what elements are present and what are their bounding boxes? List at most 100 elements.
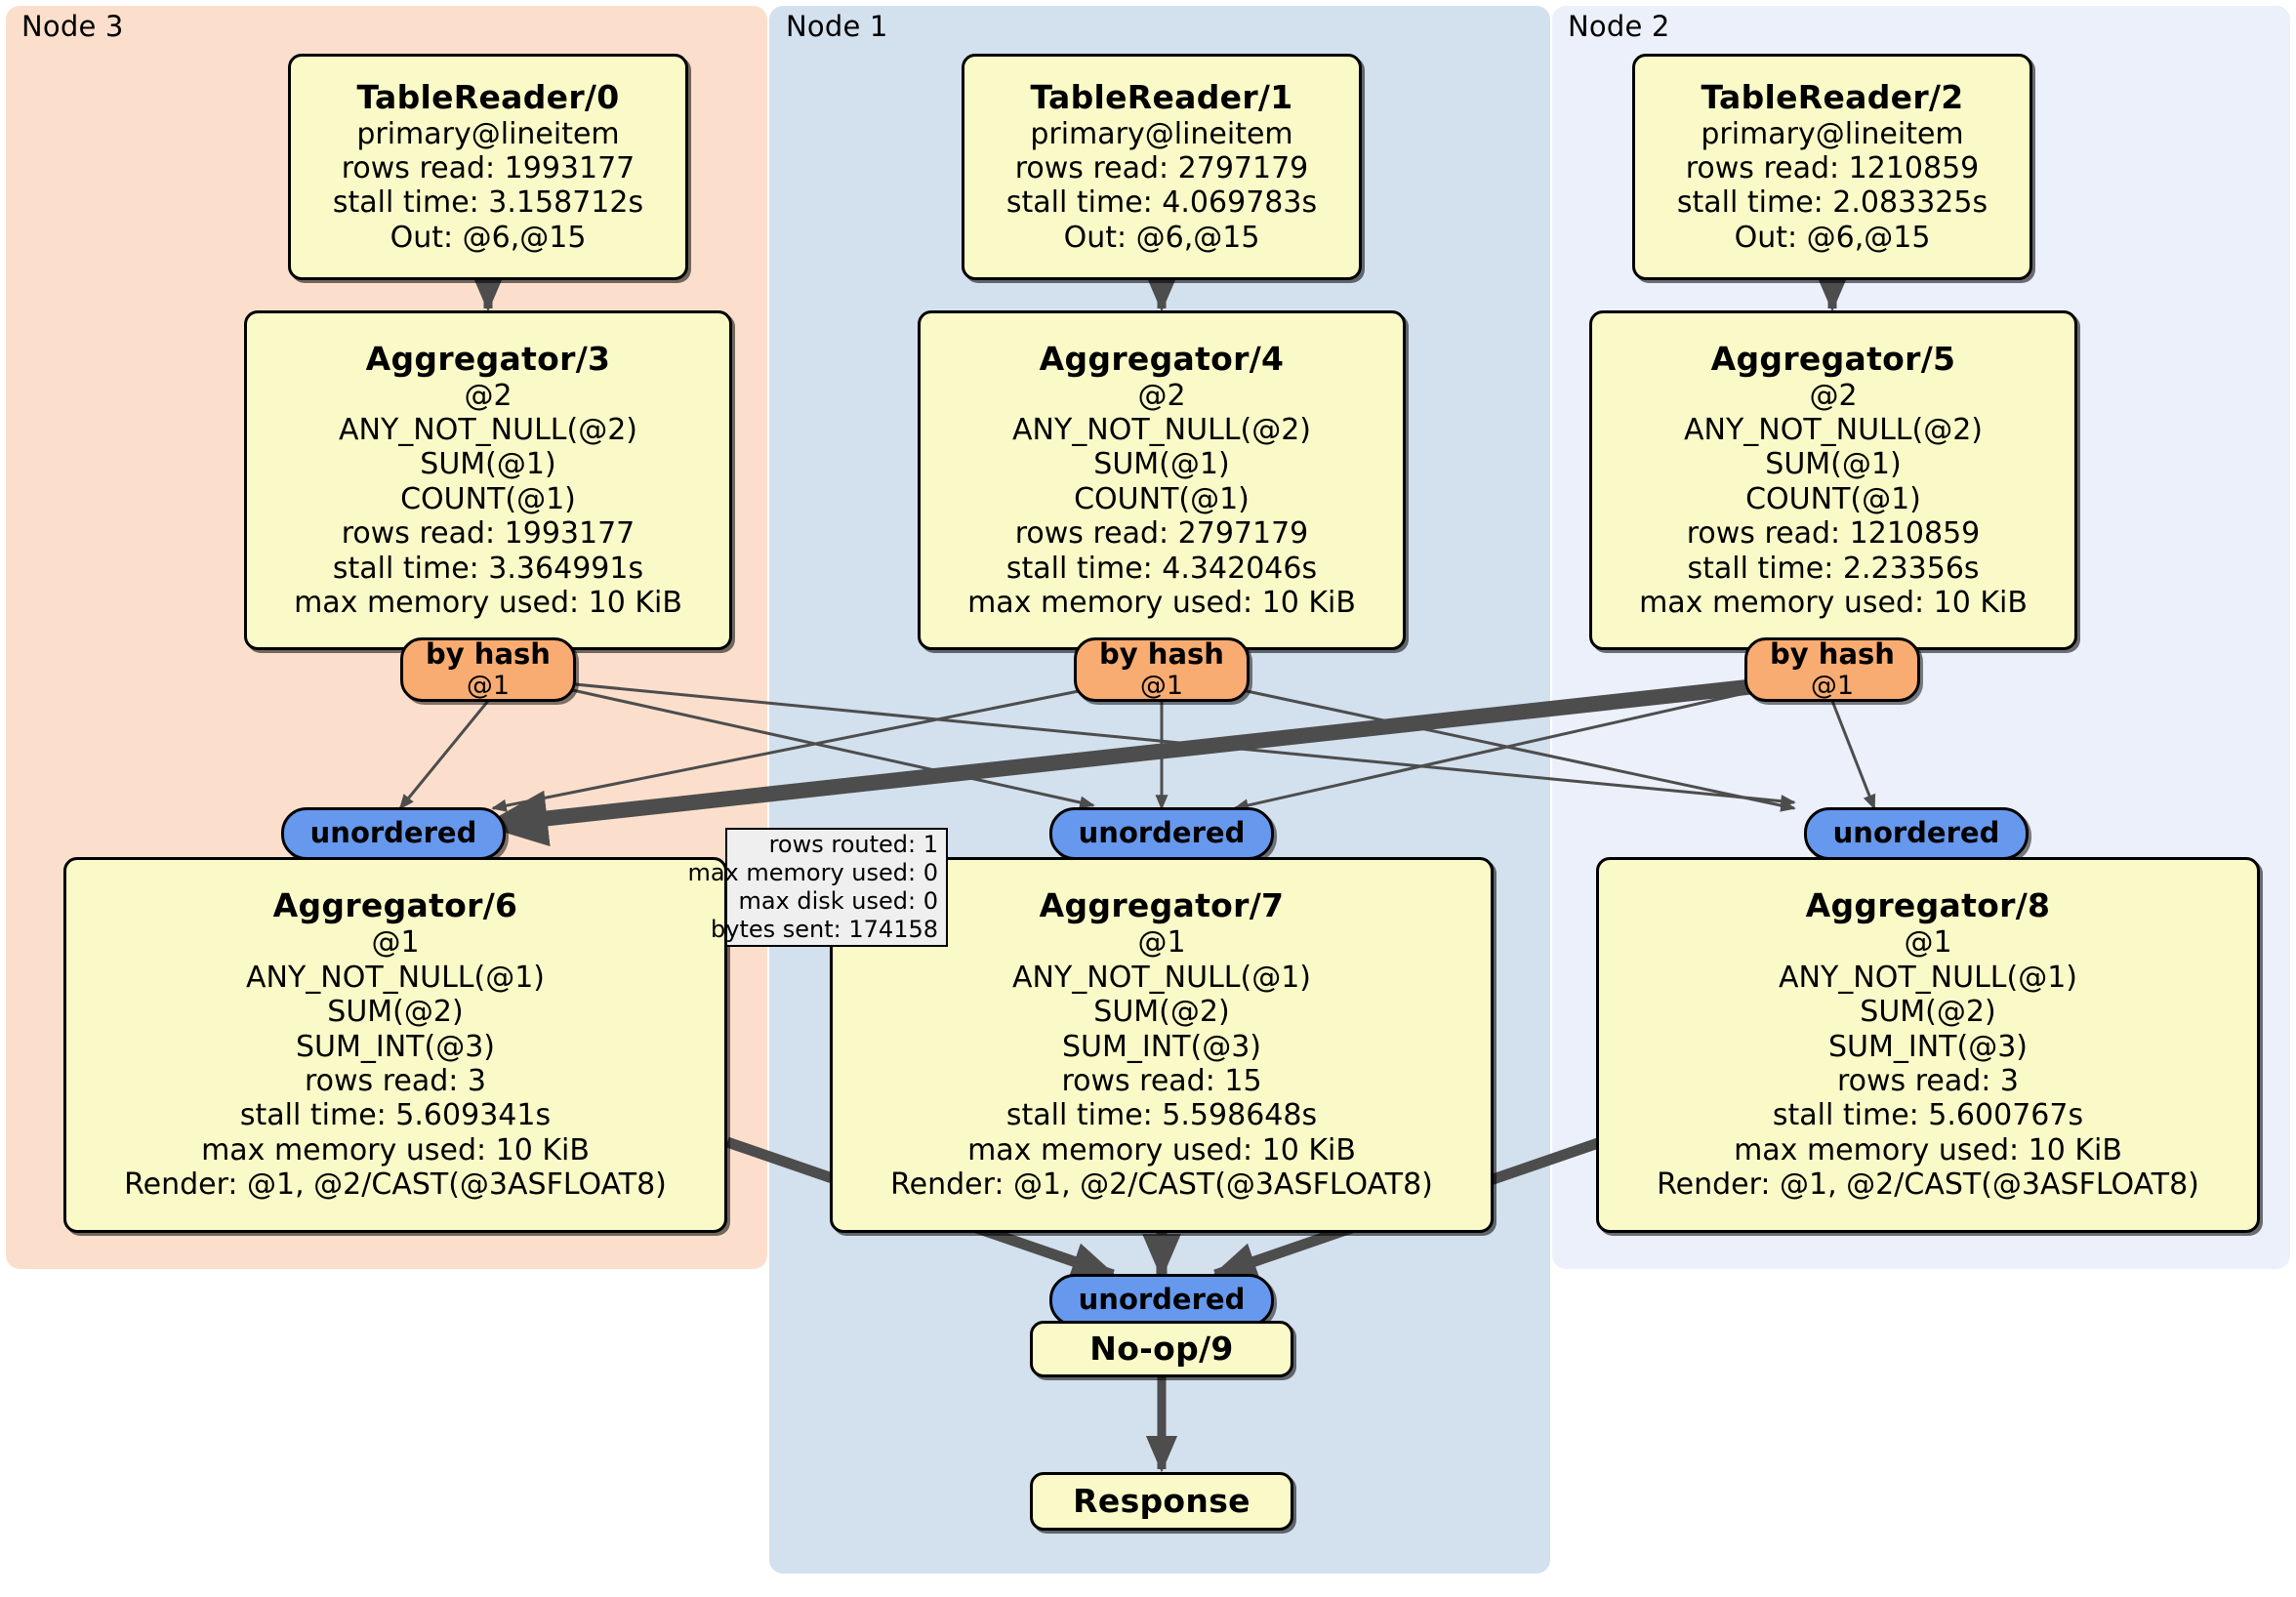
node-title: No-op/9 bbox=[1089, 1329, 1234, 1368]
node-line: stall time: 3.158712s bbox=[332, 185, 644, 221]
router-column: @1 bbox=[1139, 671, 1184, 702]
node-tablereader-2[interactable]: TableReader/2 primary@lineitem rows read… bbox=[1632, 54, 2032, 280]
node-line: SUM_INT(@3) bbox=[1828, 1029, 2028, 1064]
node-title: TableReader/1 bbox=[1030, 77, 1293, 116]
node-line: stall time: 4.069783s bbox=[1005, 185, 1318, 221]
node-line: stall time: 2.23356s bbox=[1687, 551, 1980, 586]
node-line: rows read: 2797179 bbox=[1014, 151, 1309, 186]
node-line: @2 bbox=[1137, 378, 1186, 413]
node-title: Aggregator/8 bbox=[1805, 886, 2051, 925]
node-title: Aggregator/7 bbox=[1039, 886, 1285, 925]
node-line: stall time: 5.598648s bbox=[1005, 1098, 1318, 1133]
node-line: @2 bbox=[464, 378, 512, 413]
edge-stat-line: bytes sent: 174158 bbox=[711, 915, 938, 943]
node-line: rows read: 1993177 bbox=[341, 151, 636, 186]
router-by-hash-node-1[interactable]: by hash @1 bbox=[1074, 637, 1250, 702]
node-line: max memory used: 10 KiB bbox=[1734, 1132, 2122, 1167]
node-line: Render: @1, @2/CAST(@3ASFLOAT8) bbox=[1657, 1167, 2199, 1203]
node-line: rows read: 1210859 bbox=[1686, 516, 1981, 552]
node-line: max memory used: 10 KiB bbox=[1639, 585, 2028, 620]
node-line: stall time: 4.342046s bbox=[1005, 551, 1318, 586]
node-line: ANY_NOT_NULL(@1) bbox=[246, 960, 545, 995]
node-line: SUM(@1) bbox=[420, 447, 556, 482]
edge-stat-line: rows routed: 1 bbox=[768, 831, 938, 859]
node-title: Aggregator/6 bbox=[272, 886, 518, 925]
node-line: max memory used: 10 KiB bbox=[967, 585, 1356, 620]
node-no-op-9[interactable]: No-op/9 bbox=[1030, 1321, 1293, 1377]
edge-stat-line: max memory used: 0 bbox=[687, 859, 938, 887]
input-sync-unordered-node-3[interactable]: unordered bbox=[281, 807, 506, 860]
node-line: ANY_NOT_NULL(@2) bbox=[1012, 412, 1311, 447]
node-line: rows read: 2797179 bbox=[1014, 516, 1309, 552]
node-line: primary@lineitem bbox=[1701, 116, 1964, 151]
node-line: max memory used: 10 KiB bbox=[201, 1132, 590, 1167]
node-line: rows read: 15 bbox=[1061, 1063, 1262, 1098]
cluster-label-node-1: Node 1 bbox=[786, 10, 888, 43]
cluster-label-node-2: Node 2 bbox=[1568, 10, 1670, 43]
input-sync-unordered-final[interactable]: unordered bbox=[1049, 1274, 1274, 1327]
node-aggregator-7[interactable]: Aggregator/7 @1 ANY_NOT_NULL(@1) SUM(@2)… bbox=[830, 857, 1494, 1233]
node-title: Aggregator/5 bbox=[1710, 339, 1956, 378]
input-sync-unordered-node-2[interactable]: unordered bbox=[1804, 807, 2029, 860]
node-line: max memory used: 10 KiB bbox=[294, 585, 682, 620]
router-by-hash-node-3[interactable]: by hash @1 bbox=[400, 637, 576, 702]
node-line: Render: @1, @2/CAST(@3ASFLOAT8) bbox=[124, 1167, 667, 1203]
node-line: SUM(@2) bbox=[1860, 995, 1996, 1030]
node-line: ANY_NOT_NULL(@1) bbox=[1779, 960, 2077, 995]
node-title: Response bbox=[1073, 1481, 1250, 1520]
router-title: by hash bbox=[1099, 636, 1224, 671]
node-line: stall time: 3.364991s bbox=[332, 551, 644, 586]
router-title: by hash bbox=[1770, 636, 1895, 671]
edge-stat-line: max disk used: 0 bbox=[738, 887, 938, 915]
node-line: rows read: 3 bbox=[304, 1063, 487, 1098]
node-line: primary@lineitem bbox=[356, 116, 620, 151]
node-line: max memory used: 10 KiB bbox=[967, 1132, 1356, 1167]
node-line: stall time: 2.083325s bbox=[1676, 185, 1988, 221]
input-sync-unordered-node-1[interactable]: unordered bbox=[1049, 807, 1274, 860]
edge-hash-to-unordered-mesh bbox=[398, 679, 1876, 812]
node-line: COUNT(@1) bbox=[1074, 481, 1250, 516]
node-line: @2 bbox=[1809, 378, 1858, 413]
node-title: TableReader/2 bbox=[1701, 77, 1964, 116]
input-sync-label: unordered bbox=[1832, 816, 2000, 850]
node-line: rows read: 1993177 bbox=[341, 516, 636, 552]
node-line: Out: @6,@15 bbox=[1734, 220, 1931, 255]
node-line: SUM(@1) bbox=[1093, 447, 1230, 482]
node-tablereader-1[interactable]: TableReader/1 primary@lineitem rows read… bbox=[962, 54, 1362, 280]
router-title: by hash bbox=[426, 636, 551, 671]
node-line: SUM_INT(@3) bbox=[1062, 1029, 1261, 1064]
input-sync-label: unordered bbox=[309, 816, 477, 850]
node-title: Aggregator/4 bbox=[1039, 339, 1285, 378]
node-line: stall time: 5.600767s bbox=[1772, 1098, 2084, 1133]
node-line: COUNT(@1) bbox=[400, 481, 576, 516]
node-line: @1 bbox=[1904, 925, 1952, 961]
node-line: Out: @6,@15 bbox=[1063, 220, 1260, 255]
node-aggregator-5[interactable]: Aggregator/5 @2 ANY_NOT_NULL(@2) SUM(@1)… bbox=[1589, 310, 2077, 650]
node-aggregator-6[interactable]: Aggregator/6 @1 ANY_NOT_NULL(@1) SUM(@2)… bbox=[63, 857, 727, 1233]
node-line: Render: @1, @2/CAST(@3ASFLOAT8) bbox=[890, 1167, 1433, 1203]
router-by-hash-node-2[interactable]: by hash @1 bbox=[1744, 637, 1920, 702]
node-line: rows read: 3 bbox=[1836, 1063, 2020, 1098]
node-title: Aggregator/3 bbox=[365, 339, 611, 378]
edge-tablereader-to-aggregator bbox=[472, 274, 1849, 312]
node-line: ANY_NOT_NULL(@2) bbox=[1684, 412, 1983, 447]
edge-hash-node2-to-unordered-node3 bbox=[481, 676, 1784, 847]
node-aggregator-4[interactable]: Aggregator/4 @2 ANY_NOT_NULL(@2) SUM(@1)… bbox=[918, 310, 1406, 650]
node-title: TableReader/0 bbox=[356, 77, 620, 116]
node-line: SUM(@2) bbox=[1093, 995, 1230, 1030]
node-tablereader-0[interactable]: TableReader/0 primary@lineitem rows read… bbox=[288, 54, 688, 280]
node-line: ANY_NOT_NULL(@2) bbox=[339, 412, 637, 447]
node-response[interactable]: Response bbox=[1030, 1472, 1293, 1531]
node-line: rows read: 1210859 bbox=[1685, 151, 1980, 186]
input-sync-label: unordered bbox=[1078, 1283, 1246, 1317]
node-line: COUNT(@1) bbox=[1745, 481, 1921, 516]
node-line: @1 bbox=[1137, 925, 1186, 961]
node-line: SUM(@1) bbox=[1765, 447, 1902, 482]
router-column: @1 bbox=[466, 671, 511, 702]
input-sync-label: unordered bbox=[1078, 816, 1246, 850]
node-aggregator-3[interactable]: Aggregator/3 @2 ANY_NOT_NULL(@2) SUM(@1)… bbox=[244, 310, 732, 650]
edge-stats-box: rows routed: 1 max memory used: 0 max di… bbox=[687, 828, 948, 947]
node-aggregator-8[interactable]: Aggregator/8 @1 ANY_NOT_NULL(@1) SUM(@2)… bbox=[1596, 857, 2260, 1233]
router-column: @1 bbox=[1810, 671, 1855, 702]
node-line: ANY_NOT_NULL(@1) bbox=[1012, 960, 1311, 995]
